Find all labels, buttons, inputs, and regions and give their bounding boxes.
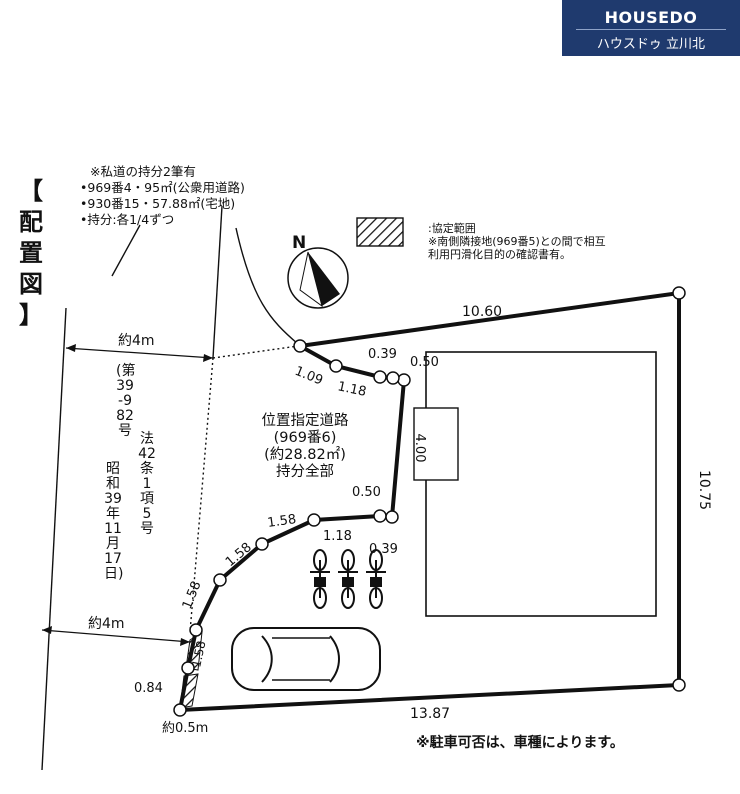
brand-badge: HOUSEDO ハウスドゥ 立川北	[562, 0, 740, 56]
title-char: 置	[19, 239, 43, 267]
arrow-head	[42, 626, 52, 634]
road-edge-line	[41, 307, 67, 771]
note-line: •930番15・57.88㎡(宅地)	[80, 196, 235, 211]
vertex	[397, 373, 411, 387]
dim-label: 1.58	[266, 512, 297, 531]
arrow-head	[203, 354, 213, 362]
dim-label: 1.58	[180, 579, 205, 611]
building-porch	[413, 407, 459, 481]
parking-note: ※駐車可否は、車種によります。	[416, 735, 624, 751]
vertex	[672, 286, 686, 300]
vertex	[385, 510, 399, 524]
road-legal-col3: 昭和39年11月17日)	[104, 461, 124, 582]
compass-needle-dark	[308, 252, 340, 306]
vertex	[213, 573, 227, 587]
curved-road-edge	[235, 227, 299, 345]
arrow-head	[66, 344, 76, 352]
designated-road-line: 持分全部	[276, 462, 334, 480]
road-legal-col2: 法42条1項5号	[138, 431, 156, 537]
private-road-note: ※私道の持分2筆有 •969番4・95㎡(公衆用道路) •930番15・57.8…	[80, 164, 245, 227]
vertex	[255, 537, 269, 551]
vertex	[386, 371, 400, 385]
road-width-label: 約4m	[88, 616, 125, 632]
dim-label: 0.39	[369, 542, 398, 557]
compass-needle-light	[299, 251, 323, 308]
car-rear-window	[329, 635, 340, 683]
vertex	[329, 359, 343, 373]
vertex	[373, 370, 387, 384]
bicycle-icons	[310, 549, 386, 609]
vertex	[181, 661, 195, 675]
vertex	[293, 339, 307, 353]
legend-line: ※南側隣接地(969番5)との間で相互	[428, 234, 606, 248]
car-windshield	[261, 635, 273, 683]
dim-label: 4.00	[412, 434, 427, 463]
title-char: 【	[19, 177, 43, 205]
vertex	[672, 678, 686, 692]
vertex	[173, 703, 187, 717]
title-char: 】	[19, 301, 43, 329]
vertex	[189, 623, 203, 637]
dim-label: 0.50	[410, 355, 439, 370]
car-body	[231, 627, 381, 691]
note-leader	[111, 224, 141, 277]
title-char: 配	[19, 208, 43, 236]
bicycle-icon	[310, 549, 330, 609]
boundary-vertices	[173, 286, 686, 717]
road-width-arrow	[41, 629, 191, 643]
vertex	[373, 509, 387, 523]
building-footprint	[425, 351, 657, 617]
dim-label: 1.18	[336, 379, 367, 400]
arrow-head	[180, 638, 190, 646]
legend-line: 利用円滑化目的の確認書有。	[428, 247, 571, 261]
dim-label: 0.39	[368, 347, 397, 362]
dim-label: 0.50	[352, 485, 381, 500]
title-char: 図	[19, 270, 43, 298]
dim-top: 10.60	[462, 304, 502, 320]
agreement-area-hatch	[179, 673, 199, 709]
dim-label: 1.58	[189, 640, 208, 669]
note-line: •969番4・95㎡(公衆用道路)	[80, 180, 245, 195]
road-legal-col1: (第39-982号	[116, 363, 136, 439]
dim-label: 1.18	[323, 529, 352, 544]
road-width-label: 約4m	[118, 333, 155, 349]
car-icon	[231, 627, 381, 691]
page-title: 【 配 置 図 】	[16, 176, 46, 331]
dim-label: 0.84	[134, 681, 163, 696]
designated-road-line: 位置指定道路	[262, 412, 349, 429]
dim-right: 10.75	[696, 470, 712, 510]
designated-road-line: (969番6)	[274, 429, 337, 446]
bicycle-icon	[366, 549, 386, 609]
badge-divider	[576, 29, 726, 30]
brand-logo: HOUSEDO	[604, 8, 698, 27]
note-line: •持分:各1/4ずつ	[80, 212, 174, 227]
branch-name: ハウスドゥ 立川北	[596, 37, 706, 52]
legend-swatch	[356, 217, 404, 247]
road-boundary-dotted	[189, 357, 214, 633]
dim-label: 約0.5m	[162, 721, 208, 736]
dim-bottom: 13.87	[410, 706, 450, 722]
designated-road-line: (約28.82㎡)	[264, 446, 346, 463]
road-width-arrow	[65, 347, 214, 359]
note-line: ※私道の持分2筆有	[90, 164, 196, 179]
road-edge-line	[212, 205, 223, 359]
dim-label: 1.09	[293, 364, 325, 389]
bicycle-icon	[338, 549, 358, 609]
road-boundary-dotted	[212, 345, 299, 359]
vertex	[307, 513, 321, 527]
compass: N	[287, 233, 349, 309]
designated-road-label: 位置指定道路 (969番6) (約28.82㎡) 持分全部	[262, 412, 349, 480]
legend-line: :協定範囲	[428, 221, 476, 235]
compass-n-label: N	[292, 233, 306, 253]
